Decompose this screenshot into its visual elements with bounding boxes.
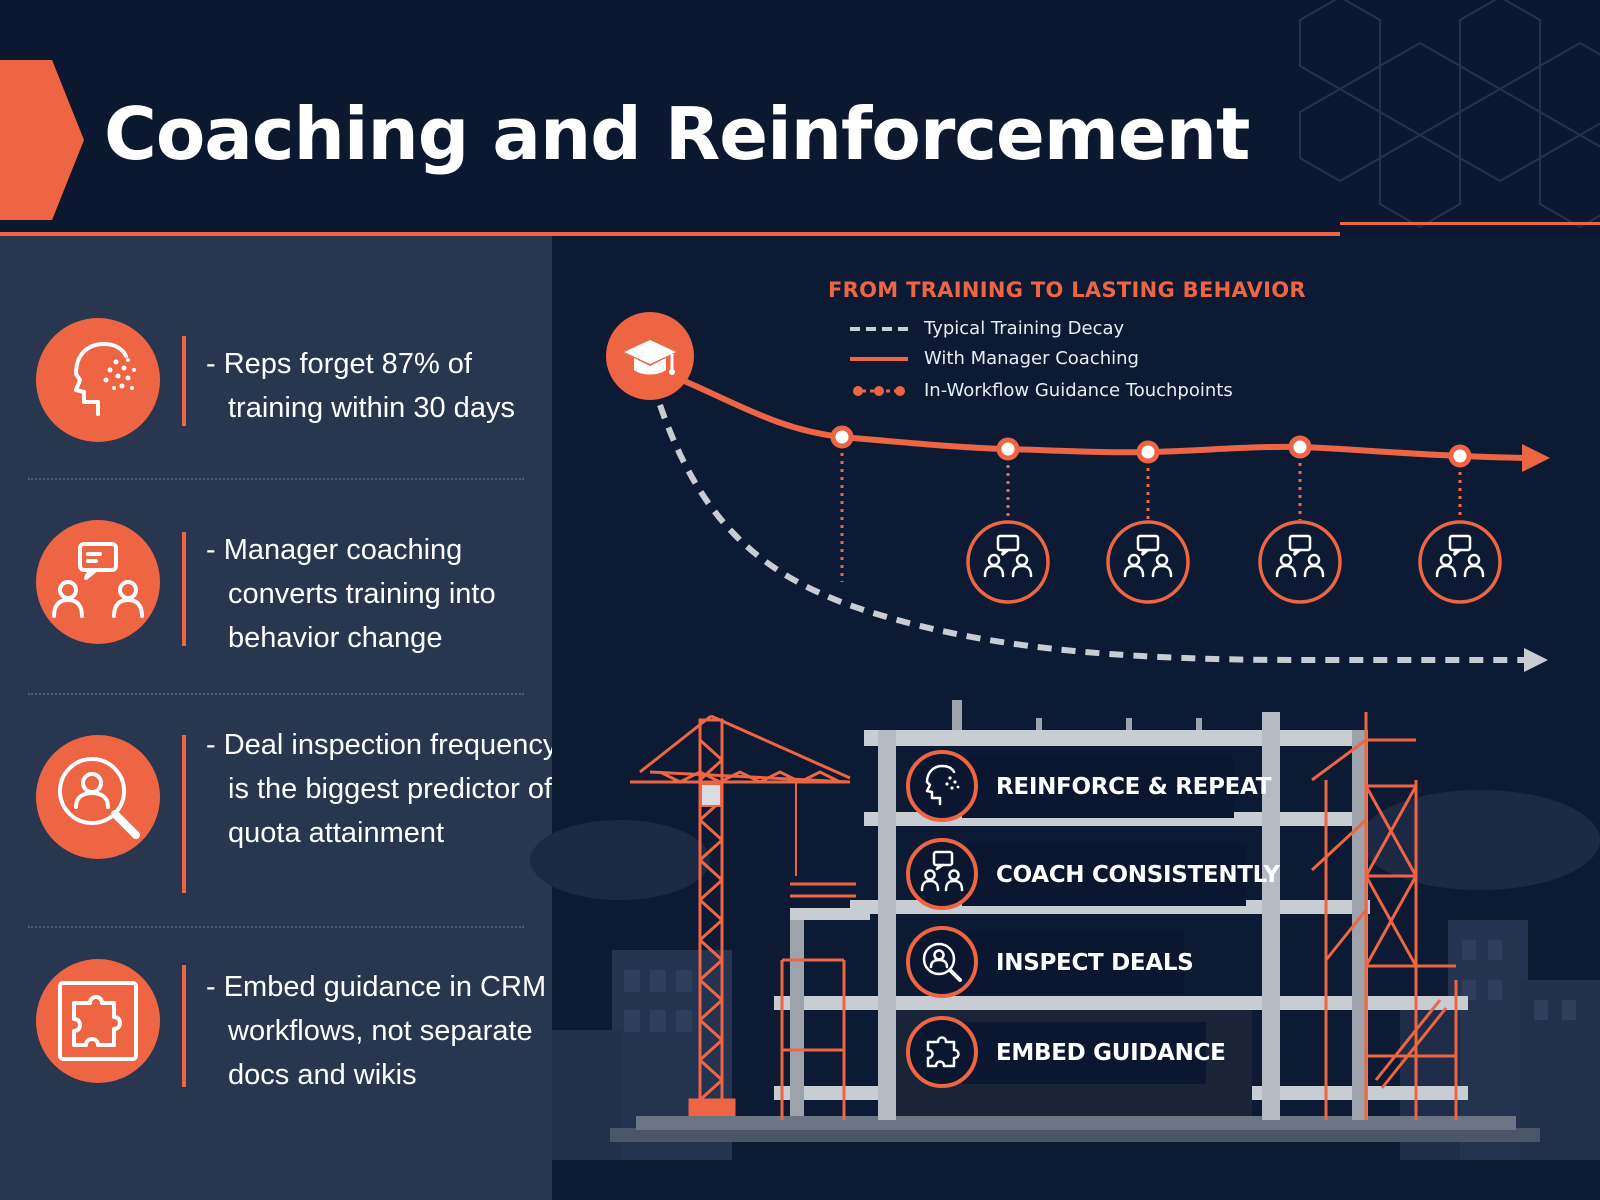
puzzle-piece-icon: [36, 959, 160, 1083]
fact-text: - Manager coaching converts training int…: [206, 534, 496, 654]
legend-label: With Manager Coaching: [924, 348, 1139, 369]
floor-label-embed: EMBED GUIDANCE: [962, 1022, 1226, 1084]
header-divider: [0, 232, 1340, 236]
legend-swatch-dashed: [850, 327, 908, 331]
fact-divider: [28, 478, 524, 480]
coaching-conversation-icon: [36, 520, 160, 644]
header: Coaching and Reinforcement: [0, 0, 1600, 236]
floor-label-reinforce: REINFORCE & REPEAT: [962, 756, 1271, 818]
floor-label-text: INSPECT DEALS: [996, 950, 1194, 976]
construction-crane: [630, 714, 851, 1118]
coaching-arrowhead: [1522, 444, 1550, 472]
puzzle-piece-icon: [906, 1016, 978, 1088]
fact-divider: [28, 926, 524, 928]
coaching-conversation-icon: [1258, 520, 1342, 604]
floor-label-text: REINFORCE & REPEAT: [996, 774, 1272, 800]
legend-label: In-Workflow Guidance Touchpoints: [924, 380, 1233, 401]
touchpoint-marker: [996, 437, 1020, 461]
legend-swatch-touchpoints: [853, 386, 905, 396]
hexagon-pattern-decoration: [1299, 0, 1600, 229]
chart-title: FROM TRAINING TO LASTING BEHAVIOR: [828, 278, 1306, 302]
crane-cab: [700, 783, 722, 807]
brain-head-icon: [36, 318, 160, 442]
page-title: Coaching and Reinforcement: [104, 92, 1250, 176]
floor-label-coach: COACH CONSISTENTLY: [962, 844, 1280, 906]
fact-accent-bar: [182, 336, 186, 426]
touchpoint-marker: [1448, 444, 1472, 468]
training-decay-curve: [657, 404, 1524, 663]
decay-arrowhead: [1524, 648, 1548, 672]
coaching-conversation-icon: [906, 838, 978, 910]
touchpoint-marker: [1136, 440, 1160, 464]
brain-head-icon: [906, 750, 978, 822]
coaching-conversation-icon: [966, 520, 1050, 604]
magnifier-person-icon: [906, 926, 978, 998]
scaffolding: [1310, 712, 1458, 1120]
manager-coaching-curve: [680, 377, 1527, 461]
floor-label-inspect: INSPECT DEALS: [962, 932, 1194, 994]
coaching-conversation-icon: [1418, 520, 1502, 604]
floor-label-text: EMBED GUIDANCE: [996, 1040, 1226, 1066]
coaching-conversation-icon: [1106, 520, 1190, 604]
fact-text: - Reps forget 87% of training within 30 …: [206, 348, 515, 424]
touchpoint-marker: [830, 425, 854, 449]
fact-text: - Deal inspection frequency is the bigge…: [206, 729, 558, 849]
fact-text: - Embed guidance in CRM workflows, not s…: [206, 971, 547, 1091]
fact-accent-bar: [182, 735, 186, 893]
legend-label: Typical Training Decay: [924, 318, 1125, 339]
floor-label-text: COACH CONSISTENTLY: [996, 862, 1280, 888]
magnifier-person-icon: [36, 735, 160, 859]
fact-accent-bar: [182, 532, 186, 646]
fact-accent-bar: [182, 965, 186, 1087]
fact-divider: [28, 693, 524, 695]
legend-swatch-solid: [850, 357, 908, 361]
touchpoint-marker: [1288, 435, 1312, 459]
scaffolding-left: [780, 882, 856, 1120]
guidance-touchpoints: [830, 425, 1472, 582]
header-divider-tail: [1340, 222, 1600, 225]
graduation-cap-icon: [606, 312, 694, 400]
